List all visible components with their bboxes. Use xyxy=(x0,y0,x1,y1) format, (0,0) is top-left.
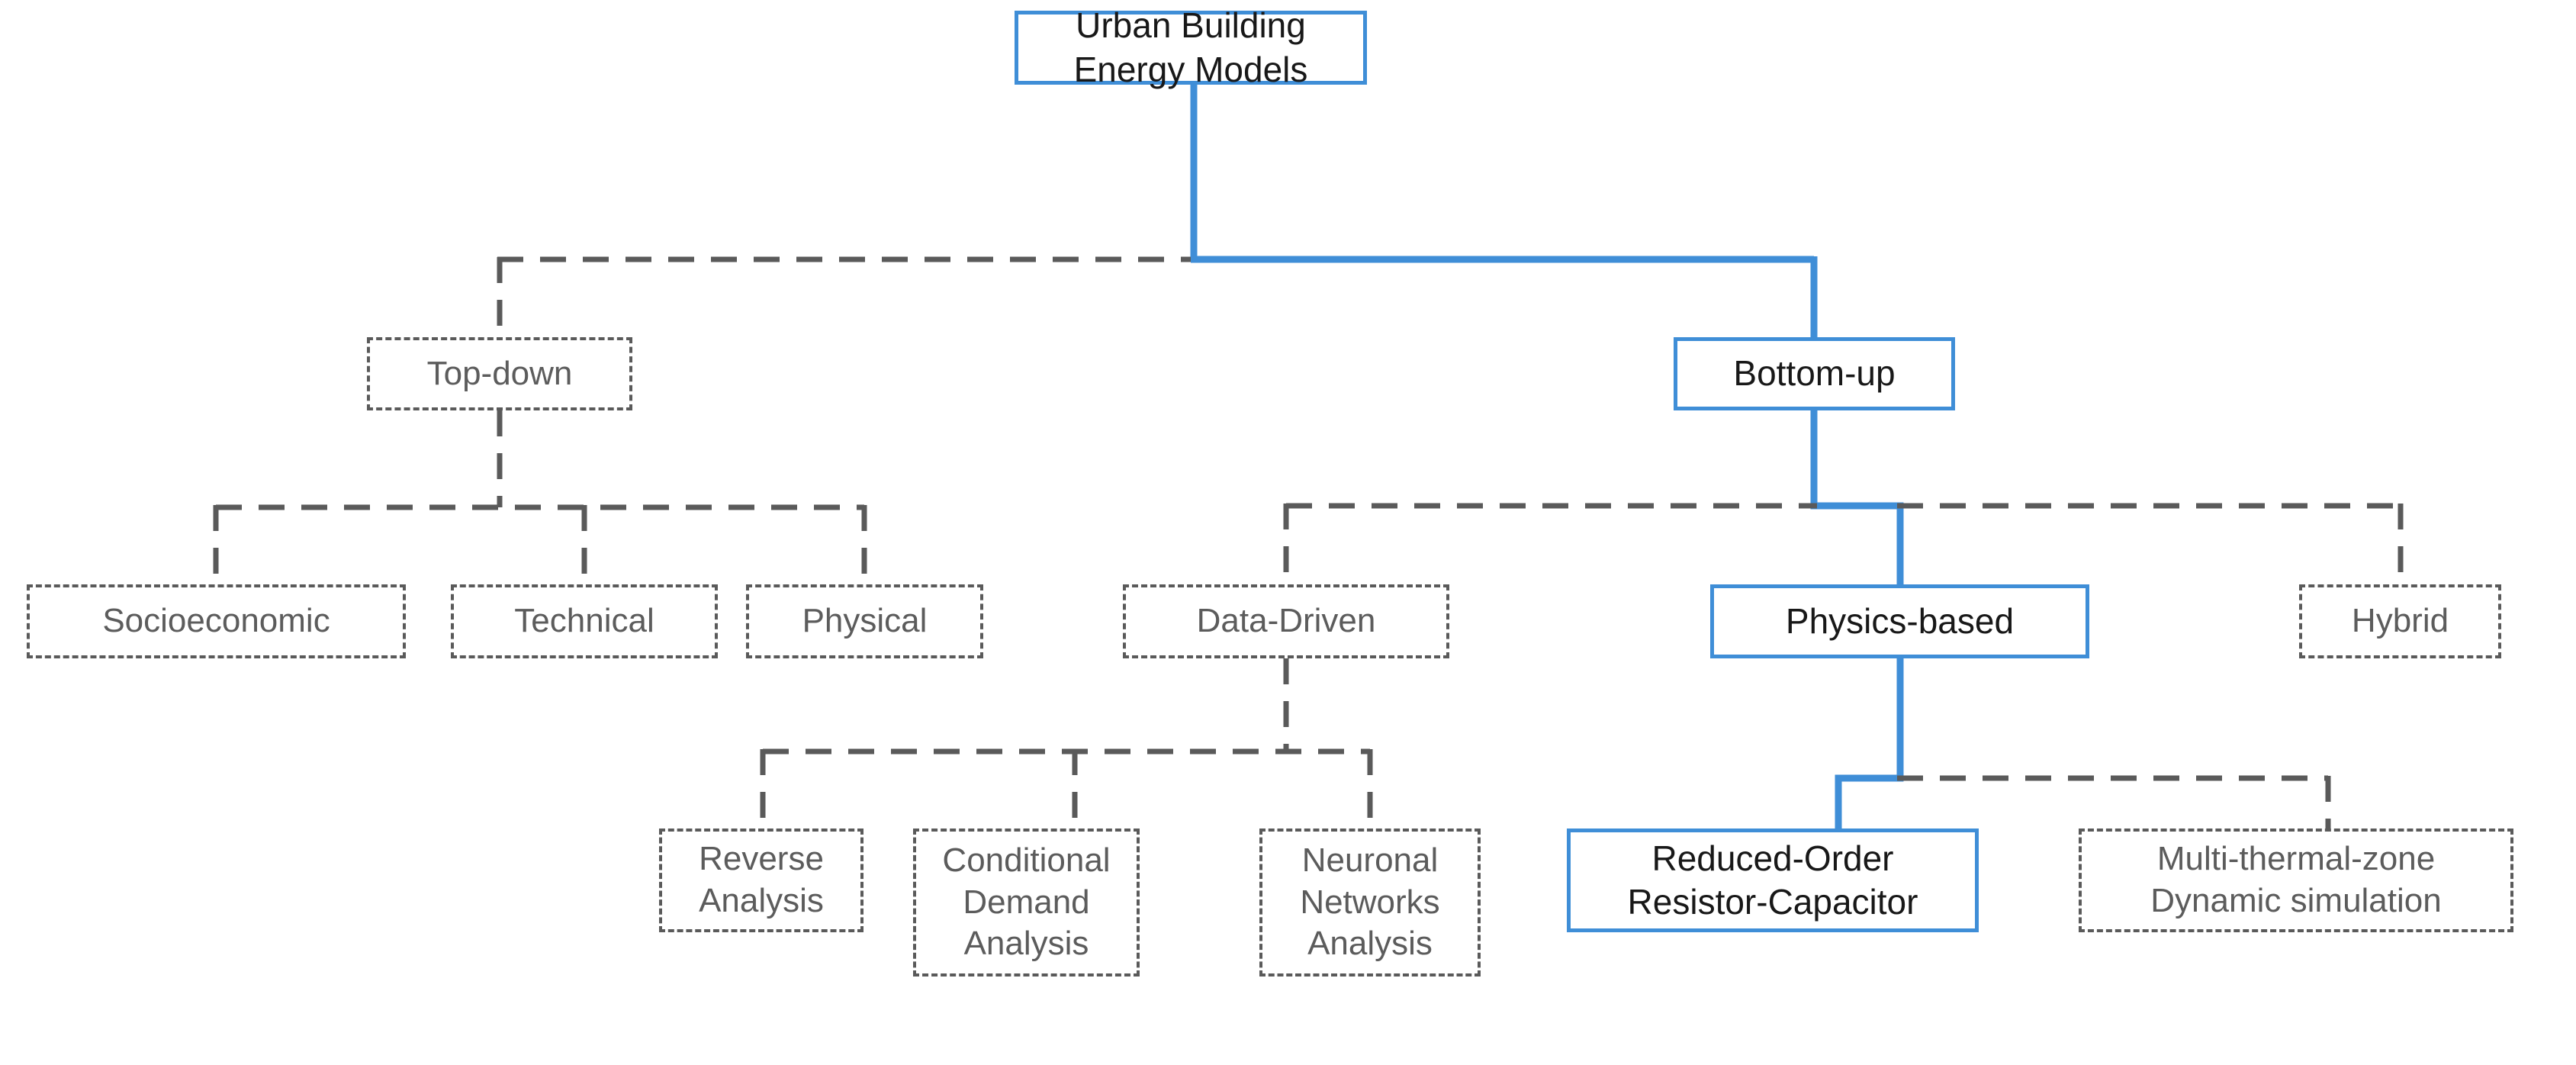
node-bottom-up[interactable]: Bottom-up xyxy=(1674,337,1955,410)
node-hybrid[interactable]: Hybrid xyxy=(2299,584,2501,658)
node-reduced-order-resistor-capacitor[interactable]: Reduced-Order Resistor-Capacitor xyxy=(1567,829,1979,932)
node-data-driven[interactable]: Data-Driven xyxy=(1123,584,1449,658)
node-conditional-demand-analysis[interactable]: Conditional Demand Analysis xyxy=(913,829,1140,977)
edge-physics-based-stem xyxy=(1835,658,1904,829)
node-top-down[interactable]: Top-down xyxy=(367,337,632,410)
edge-bottom-up-stem xyxy=(1810,410,1904,584)
node-technical[interactable]: Technical xyxy=(451,584,718,658)
node-neuronal-networks-analysis[interactable]: Neuronal Networks Analysis xyxy=(1259,829,1481,977)
node-urban-building-energy-models[interactable]: Urban Building Energy Models xyxy=(1015,5,1367,89)
node-socioeconomic[interactable]: Socioeconomic xyxy=(27,584,406,658)
node-physical[interactable]: Physical xyxy=(746,584,983,658)
node-physics-based[interactable]: Physics-based xyxy=(1710,584,2089,658)
node-reverse-analysis[interactable]: Reverse Analysis xyxy=(659,829,863,932)
node-multi-thermal-zone-dynamic-simulation[interactable]: Multi-thermal-zone Dynamic simulation xyxy=(2079,829,2513,932)
